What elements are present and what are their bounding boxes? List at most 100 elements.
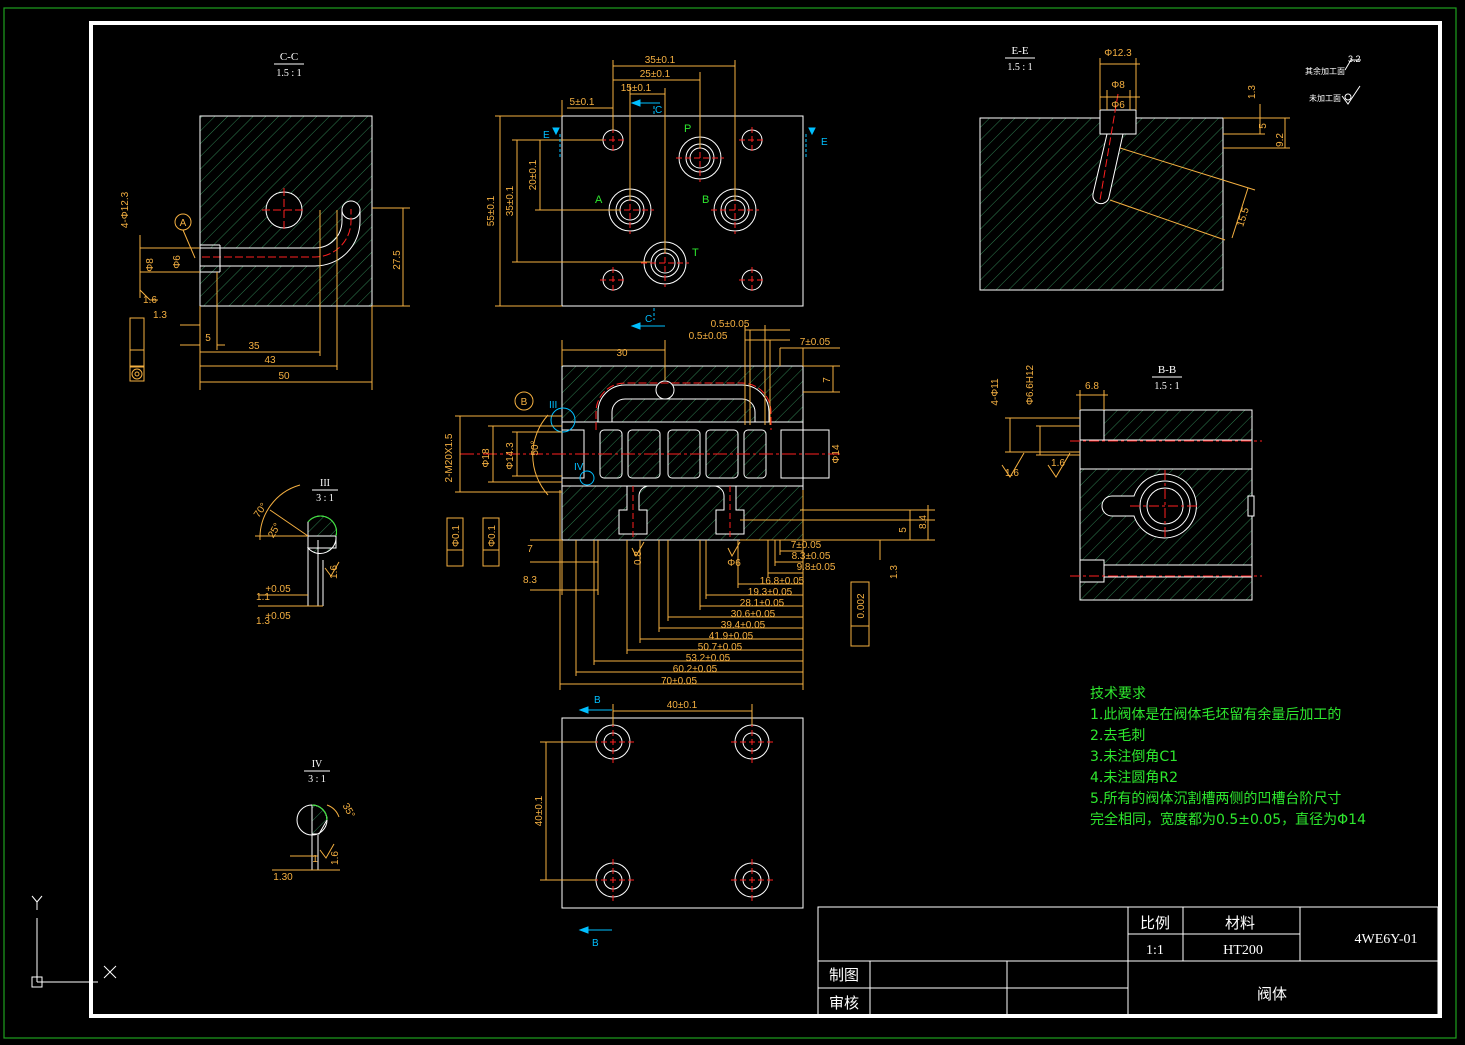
ee-dim-15-5: 15.5 xyxy=(1235,206,1252,228)
main-dim-7c: 7 xyxy=(527,544,533,555)
view-c-c-scale: 1.5 : 1 xyxy=(276,68,301,79)
main-dim-8-4: 8.4 xyxy=(918,515,929,529)
view-e-e: E-E 1.5 : 1 Φ12.3 Φ8 Φ6 1.3 5 9.2 15.5 xyxy=(979,45,1290,291)
main-dim-7b: 7±0.05 xyxy=(791,540,822,551)
top-dim-35: 35±0.1 xyxy=(645,55,676,66)
top-dim-20: 20±0.1 xyxy=(528,159,539,190)
main-datum-b: B xyxy=(521,397,528,408)
main-dim-5: 5 xyxy=(898,527,909,533)
main-dim-60-2: 60.2±0.05 xyxy=(673,664,718,675)
main-conc-right: Φ0.1 xyxy=(487,525,498,547)
main-flatness-value: 0.002 xyxy=(856,593,867,618)
detail-iii-25deg: 25° xyxy=(266,521,283,540)
cc-dim-43: 43 xyxy=(264,355,276,366)
ee-dim-phi12-3: Φ12.3 xyxy=(1104,48,1132,59)
cc-dim-1-3: 1.3 xyxy=(153,310,167,321)
checked-by-label: 审核 xyxy=(829,994,859,1012)
main-dim-28-1: 28.1±0.05 xyxy=(740,598,785,609)
bb-dim-holes: 4-Φ11 xyxy=(990,378,1001,406)
section-c-top: C xyxy=(655,105,662,116)
top-dim-5: 5±0.1 xyxy=(570,97,595,108)
tech-item-2: 2.去毛刺 xyxy=(1090,728,1146,744)
scale-label: 比例 xyxy=(1140,914,1170,932)
detail-iv-marker: IV xyxy=(574,462,584,473)
cc-dim-27-5: 27.5 xyxy=(392,250,403,270)
bottom-body xyxy=(561,717,804,909)
main-dim-8-3b: 8.3 xyxy=(523,575,537,586)
main-dim-50-7: 50.7±0.05 xyxy=(698,642,743,653)
main-dim-16-8: 16.8±0.05 xyxy=(760,576,805,587)
title-block xyxy=(817,906,1439,1016)
main-dim-9-8: 9.8±0.05 xyxy=(797,562,836,573)
main-dim-53-2: 53.2±0.05 xyxy=(686,653,731,664)
ee-dim-5: 5 xyxy=(1258,123,1269,129)
technical-requirements: 技术要求 1.此阀体是在阀体毛坯留有余量后加工的 2.去毛刺 3.未注倒角C1 … xyxy=(1090,684,1366,831)
main-dim-19-3: 19.3±0.05 xyxy=(748,587,793,598)
ee-dim-phi8: Φ8 xyxy=(1111,80,1125,91)
main-dim-05b: 0.5±0.05 xyxy=(689,331,728,342)
detail-iv-35deg: 35° xyxy=(340,801,357,820)
main-dim-8-3: 8.3±0.05 xyxy=(792,551,831,562)
view-bottom: 40±0.1 40±0.1 B B xyxy=(534,695,804,949)
outer-frame xyxy=(3,7,1457,1039)
tech-heading: 技术要求 xyxy=(1090,686,1146,702)
main-dim-30-6: 30.6±0.05 xyxy=(731,609,776,620)
tech-item-3: 3.未注倒角C1 xyxy=(1090,749,1179,765)
top-dim-35v: 35±0.1 xyxy=(505,185,516,216)
main-dim-0-8: 0.8 xyxy=(633,551,644,565)
view-top: 35±0.1 25±0.1 15±0.1 5±0.1 55±0.1 35±0.1… xyxy=(486,55,828,330)
view-main-section: III IV xyxy=(444,319,935,690)
surface-legend: 其余加工面 3.2 未加工面 xyxy=(1305,54,1361,105)
port-a-label: A xyxy=(595,194,603,206)
drawing-border xyxy=(89,21,1442,1018)
detail-iv-1-30: 1.30 xyxy=(273,872,293,883)
detail-iv-1: 1 xyxy=(312,854,318,865)
view-c-c: C-C 1.5 : 1 50 xyxy=(120,51,410,390)
legend-other-value: 3.2 xyxy=(1348,54,1361,64)
bottom-dim-40v: 40±0.1 xyxy=(534,795,545,826)
detail-iv-scale: 3 : 1 xyxy=(308,774,326,785)
view-c-c-label: C-C xyxy=(280,51,298,63)
view-e-e-label: E-E xyxy=(1011,45,1028,57)
bb-rough-right: 1.6 xyxy=(1051,458,1065,469)
main-dim-1-3: 1.3 xyxy=(889,565,900,579)
tech-item-5: 5.所有的阀体沉割槽两侧的凹槽台阶尺寸 xyxy=(1090,791,1342,807)
bb-rough-left: 1.6 xyxy=(1005,468,1019,479)
tech-item-4: 4.未注圆角R2 xyxy=(1090,770,1178,786)
tech-item-5-cont: 完全相同，宽度都为0.5±0.05，直径为Φ14 xyxy=(1090,812,1367,828)
main-dim-phi14-3: Φ14.3 xyxy=(505,442,516,470)
main-dim-7a: 7±0.05 xyxy=(800,337,831,348)
detail-iv-1-6: 1.6 xyxy=(330,851,341,865)
bb-dim-phi6-6: Φ6.6H12 xyxy=(1025,364,1036,405)
main-dim-phi18: Φ18 xyxy=(481,448,492,468)
view-e-e-scale: 1.5 : 1 xyxy=(1007,62,1032,73)
cc-dim-50: 50 xyxy=(278,371,290,382)
ee-dim-9-2: 9.2 xyxy=(1275,133,1286,147)
detail-iii-1-1: 1.1 xyxy=(256,592,270,603)
main-dim-7: 7 xyxy=(822,377,833,383)
section-e-left: E xyxy=(543,130,550,141)
cc-datum-a: A xyxy=(180,218,187,229)
detail-iii-scale: 3 : 1 xyxy=(316,493,334,504)
section-c-bottom: C xyxy=(645,314,652,325)
top-dim-15: 15±0.1 xyxy=(621,83,652,94)
top-body xyxy=(561,115,804,307)
main-dim-phi14: Φ14 xyxy=(831,444,842,464)
detail-iv-label: IV xyxy=(312,759,323,770)
cc-dim-1-6: 1.6 xyxy=(143,295,157,306)
ucs-icon xyxy=(31,895,117,988)
main-conc-left: Φ0.1 xyxy=(451,525,462,547)
material-value: HT200 xyxy=(1223,943,1263,958)
port-t-label: T xyxy=(692,247,699,259)
cc-dim-35: 35 xyxy=(248,341,260,352)
detail-iii: III 3 : 1 70° 25° 1.1 1.3 +0.05 +0.05 1.… xyxy=(252,478,340,627)
main-dim-41-9: 41.9±0.05 xyxy=(709,631,754,642)
part-name: 阀体 xyxy=(1257,985,1287,1003)
view-b-b-label: B-B xyxy=(1158,364,1176,376)
main-dim-39-4: 39.4±0.05 xyxy=(721,620,766,631)
main-dim-phi6: Φ6 xyxy=(727,558,741,569)
top-dim-25: 25±0.1 xyxy=(640,69,671,80)
section-e-right: E xyxy=(821,137,828,148)
detail-iii-1-3: 1.3 xyxy=(256,616,270,627)
